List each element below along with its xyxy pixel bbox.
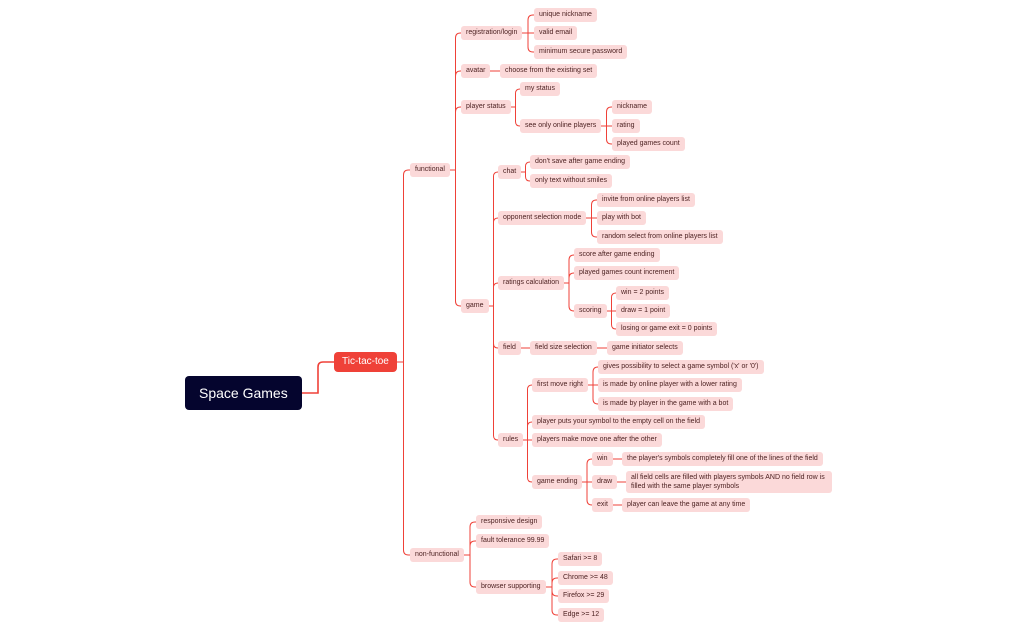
connector-see-online-node-to-played-games-count-node bbox=[601, 125, 612, 145]
draw-desc-node[interactable]: all field cells are filled with players … bbox=[626, 471, 832, 493]
connector-game-ending-node-to-win-node bbox=[582, 458, 593, 483]
connector-rules-node-to-first-move-node bbox=[523, 384, 533, 441]
chrome-node[interactable]: Chrome >= 48 bbox=[558, 571, 613, 585]
valid-email-node[interactable]: valid email bbox=[534, 26, 578, 40]
rating-node[interactable]: rating bbox=[612, 119, 640, 133]
game-node[interactable]: game bbox=[461, 299, 489, 313]
played-games-count-node[interactable]: played games count bbox=[612, 137, 685, 151]
connector-first-move-node-to-gives-possibility-node bbox=[588, 366, 599, 386]
functional-node[interactable]: functional bbox=[410, 163, 450, 177]
non-functional-node[interactable]: non-functional bbox=[410, 548, 464, 562]
connector-game-node-to-chat-node bbox=[489, 171, 499, 307]
score-after-node[interactable]: score after game ending bbox=[574, 248, 660, 262]
connector-game-node-to-rules-node bbox=[489, 305, 499, 441]
exit-desc-node[interactable]: player can leave the game at any time bbox=[622, 498, 751, 512]
rules-node[interactable]: rules bbox=[498, 433, 524, 447]
connector-functional-node-to-registration-node bbox=[450, 32, 461, 171]
connector-functional-node-to-player-status-node bbox=[450, 106, 461, 171]
safari-node[interactable]: Safari >= 8 bbox=[558, 552, 603, 566]
connector-registration-node-to-unique-nickname-node bbox=[522, 14, 534, 34]
scoring-node[interactable]: scoring bbox=[574, 304, 607, 318]
connector-game-ending-node-to-exit-node bbox=[582, 481, 593, 506]
connector-functional-node-to-game-node bbox=[450, 169, 461, 307]
avatar-choose-node[interactable]: choose from the existing set bbox=[500, 64, 598, 78]
win-node[interactable]: win bbox=[592, 452, 613, 466]
draw-points-node[interactable]: draw = 1 point bbox=[616, 304, 671, 318]
field-node[interactable]: field bbox=[498, 341, 521, 355]
connector-main-topic-to-non-functional-node bbox=[397, 361, 410, 556]
connector-player-status-node-to-my-status-node bbox=[511, 88, 521, 108]
win-desc-node[interactable]: the player's symbols completely fill one… bbox=[622, 452, 823, 466]
fault-tolerance-node[interactable]: fault tolerance 99.99 bbox=[476, 534, 550, 548]
ratings-calc-node[interactable]: ratings calculation bbox=[498, 276, 565, 290]
connector-registration-node-to-min-password-node bbox=[522, 32, 534, 53]
firefox-node[interactable]: Firefox >= 29 bbox=[558, 589, 610, 603]
connector-game-node-to-ratings-calc-node bbox=[489, 282, 499, 307]
connector-ratings-calc-node-to-scoring-node bbox=[564, 282, 575, 312]
main-topic[interactable]: Tic-tac-toe bbox=[334, 352, 397, 372]
made-online-node[interactable]: is made by online player with a lower ra… bbox=[598, 378, 742, 392]
browser-support-node[interactable]: browser supporting bbox=[476, 580, 546, 594]
connector-scoring-node-to-win-points-node bbox=[607, 292, 617, 312]
unique-nickname-node[interactable]: unique nickname bbox=[534, 8, 597, 22]
root-topic[interactable]: Space Games bbox=[185, 376, 302, 410]
nickname-node[interactable]: nickname bbox=[612, 100, 652, 114]
connector-player-status-node-to-see-online-node bbox=[511, 106, 521, 127]
min-password-node[interactable]: minimum secure password bbox=[534, 45, 628, 59]
connector-opponent-mode-node-to-invite-online-node bbox=[586, 199, 597, 219]
exit-node[interactable]: exit bbox=[592, 498, 613, 512]
connector-browser-support-node-to-safari-node bbox=[546, 558, 558, 588]
field-size-node[interactable]: field size selection bbox=[530, 341, 597, 355]
connector-functional-node-to-avatar-node bbox=[450, 70, 461, 171]
chat-node[interactable]: chat bbox=[498, 165, 522, 179]
played-increment-node[interactable]: played games count increment bbox=[574, 266, 680, 280]
connector-non-functional-node-to-browser-support-node bbox=[464, 554, 476, 588]
play-bot-node[interactable]: play with bot bbox=[597, 211, 646, 225]
chat-text-only-node[interactable]: only text without smiles bbox=[530, 174, 612, 188]
player-status-node[interactable]: player status bbox=[461, 100, 511, 114]
my-status-node[interactable]: my status bbox=[520, 82, 560, 96]
connector-non-functional-node-to-responsive-node bbox=[464, 521, 476, 556]
puts-symbol-node[interactable]: player puts your symbol to the empty cel… bbox=[532, 415, 706, 429]
game-ending-node[interactable]: game ending bbox=[532, 475, 583, 489]
see-online-node[interactable]: see only online players bbox=[520, 119, 602, 133]
connector-non-functional-node-to-fault-tolerance-node bbox=[464, 540, 476, 556]
connector-browser-support-node-to-edge-node bbox=[546, 586, 558, 616]
made-bot-node[interactable]: is made by player in the game with a bot bbox=[598, 397, 734, 411]
win-points-node[interactable]: win = 2 points bbox=[616, 286, 669, 300]
edge-node[interactable]: Edge >= 12 bbox=[558, 608, 605, 622]
lose-points-node[interactable]: losing or game exit = 0 points bbox=[616, 322, 718, 336]
opponent-mode-node[interactable]: opponent selection mode bbox=[498, 211, 587, 225]
responsive-node[interactable]: responsive design bbox=[476, 515, 543, 529]
random-select-node[interactable]: random select from online players list bbox=[597, 230, 723, 244]
connector-scoring-node-to-lose-points-node bbox=[607, 310, 617, 330]
connector-chat-node-to-chat-no-save-node bbox=[521, 161, 531, 173]
draw-node[interactable]: draw bbox=[592, 475, 618, 489]
registration-node[interactable]: registration/login bbox=[461, 26, 523, 40]
first-move-node[interactable]: first move right bbox=[532, 378, 588, 392]
connector-root-topic-to-main-topic bbox=[302, 361, 334, 394]
move-one-after-node[interactable]: players make move one after the other bbox=[532, 433, 662, 447]
connector-rules-node-to-game-ending-node bbox=[523, 439, 533, 483]
invite-online-node[interactable]: invite from online players list bbox=[597, 193, 695, 207]
gives-possibility-node[interactable]: gives possibility to select a game symbo… bbox=[598, 360, 764, 374]
connector-ratings-calc-node-to-score-after-node bbox=[564, 254, 575, 284]
connector-game-node-to-opponent-mode-node bbox=[489, 217, 499, 307]
chat-no-save-node[interactable]: don't save after game ending bbox=[530, 155, 631, 169]
connector-see-online-node-to-nickname-node bbox=[601, 106, 612, 127]
connector-chat-node-to-chat-text-only-node bbox=[521, 171, 531, 182]
connector-rules-node-to-puts-symbol-node bbox=[523, 421, 533, 441]
connector-ratings-calc-node-to-played-increment-node bbox=[564, 272, 575, 284]
connector-first-move-node-to-made-bot-node bbox=[588, 384, 599, 405]
initiator-selects-node[interactable]: game initiator selects bbox=[607, 341, 683, 355]
connector-main-topic-to-functional-node bbox=[397, 169, 410, 363]
connector-browser-support-node-to-chrome-node bbox=[546, 577, 558, 588]
connector-opponent-mode-node-to-random-select-node bbox=[586, 217, 597, 238]
avatar-node[interactable]: avatar bbox=[461, 64, 491, 78]
